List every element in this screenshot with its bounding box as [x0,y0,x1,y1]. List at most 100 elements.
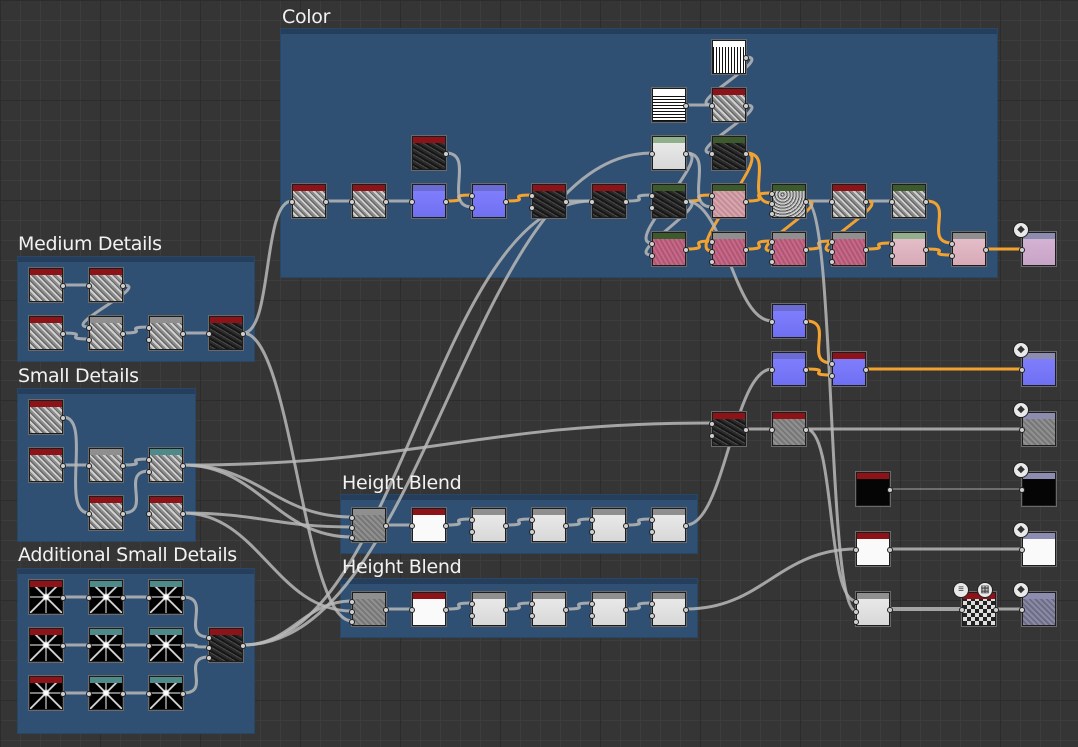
node-c5[interactable] [529,184,569,218]
node-a5[interactable] [86,628,126,662]
output-port[interactable] [443,523,449,529]
output-port[interactable] [180,595,186,601]
frame-title-medium-details[interactable]: Medium Details [18,233,162,255]
input-port[interactable] [1019,367,1025,373]
output-port[interactable] [887,487,893,493]
node-n1[interactable] [769,304,809,338]
node-ce[interactable] [709,88,749,122]
input-port[interactable] [769,367,775,373]
node-s1[interactable] [29,400,66,434]
node-out2[interactable] [1019,352,1056,386]
output-port[interactable] [923,247,929,253]
output-port[interactable] [60,595,66,601]
output-port[interactable] [60,331,66,337]
input-port[interactable] [709,103,715,109]
input-port[interactable] [1019,427,1025,433]
input-port[interactable] [649,601,655,607]
input-port[interactable] [769,201,775,207]
input-port[interactable] [649,241,655,247]
node-g5[interactable] [589,592,629,626]
node-cp2[interactable] [709,232,749,266]
input-port[interactable] [529,193,535,199]
output-port[interactable] [383,199,389,205]
output-port[interactable] [120,643,126,649]
node-a4[interactable] [29,628,66,662]
input-port[interactable] [469,193,475,199]
checker-icon[interactable]: ▦ [977,582,993,598]
output-port[interactable] [863,199,869,205]
input-port[interactable] [829,259,835,265]
input-port[interactable] [853,599,859,605]
output-port[interactable] [863,367,869,373]
input-port[interactable] [146,469,152,475]
output-port[interactable] [60,643,66,649]
input-port[interactable] [1019,487,1025,493]
node-a2[interactable] [86,580,126,614]
node-s6[interactable] [146,496,186,530]
node-m5[interactable] [146,316,186,350]
node-cp5[interactable] [889,232,929,266]
output-port[interactable] [240,643,246,649]
input-port[interactable] [769,259,775,265]
input-port[interactable] [589,199,595,205]
output-port[interactable] [563,199,569,205]
input-port[interactable] [709,259,715,265]
input-port[interactable] [86,511,92,517]
output-port[interactable] [743,151,749,157]
output-port[interactable] [60,415,66,421]
input-port[interactable] [146,643,152,649]
node-n4[interactable] [709,412,749,446]
node-c7[interactable] [649,184,689,218]
node-g3[interactable] [469,592,509,626]
frame-title-color[interactable]: Color [282,6,331,28]
node-cc[interactable] [709,136,749,170]
input-port[interactable] [86,595,92,601]
input-port[interactable] [1019,607,1025,613]
input-port[interactable] [709,151,715,157]
node-s5[interactable] [86,496,126,530]
output-port[interactable] [180,331,186,337]
node-n6[interactable] [856,472,893,506]
output-port[interactable] [503,523,509,529]
output-node-icon[interactable]: ◆ [1013,222,1029,238]
output-port[interactable] [503,607,509,613]
output-port[interactable] [683,247,689,253]
node-cp6[interactable] [949,232,989,266]
output-port[interactable] [743,103,749,109]
input-port[interactable] [86,283,92,289]
node-n2[interactable] [769,352,809,386]
node-cp3[interactable] [769,232,809,266]
output-port[interactable] [120,331,126,337]
node-a8[interactable] [86,676,126,710]
frame-title-additional-small-details[interactable]: Additional Small Details [18,544,237,566]
output-port[interactable] [923,199,929,205]
output-port[interactable] [120,691,126,697]
node-cp4[interactable] [829,232,869,266]
output-port[interactable] [443,199,449,205]
output-port[interactable] [60,283,66,289]
node-c10[interactable] [829,184,869,218]
output-port[interactable] [443,151,449,157]
input-port[interactable] [529,205,535,211]
output-port[interactable] [60,463,66,469]
output-port[interactable] [803,199,809,205]
input-port[interactable] [889,253,895,259]
input-port[interactable] [349,609,355,615]
node-m1[interactable] [29,268,66,302]
input-port[interactable] [769,211,775,217]
input-port[interactable] [349,525,355,531]
input-port[interactable] [769,427,775,433]
node-s4[interactable] [146,448,186,482]
node-m2[interactable] [86,268,126,302]
input-port[interactable] [469,517,475,523]
input-port[interactable] [649,253,655,259]
input-port[interactable] [86,643,92,649]
input-port[interactable] [349,599,355,605]
node-out5[interactable] [1019,532,1056,566]
node-g4[interactable] [529,592,569,626]
output-port[interactable] [623,523,629,529]
input-port[interactable] [709,239,715,245]
node-h3[interactable] [469,508,509,542]
input-port[interactable] [206,645,212,651]
